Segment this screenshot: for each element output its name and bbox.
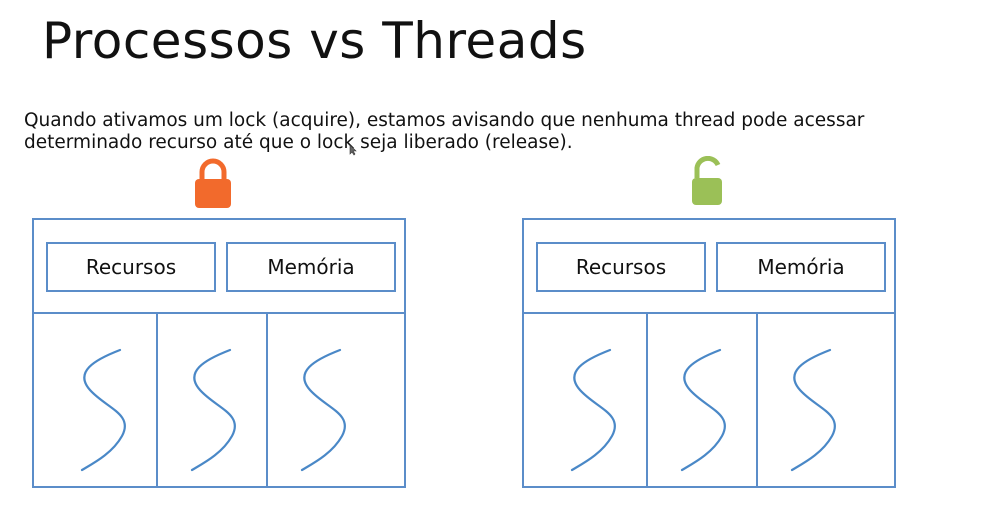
resources-label: Recursos	[85, 255, 177, 279]
memory-box: Memória	[226, 242, 396, 292]
thread-squiggle-icon	[300, 348, 346, 472]
process-shared-area: Recursos Memória	[524, 220, 894, 314]
process-unlocked: Recursos Memória	[522, 218, 896, 488]
mouse-cursor-icon	[349, 144, 357, 156]
slide-description: Quando ativamos um lock (acquire), estam…	[24, 110, 974, 154]
thread-squiggle-icon	[570, 348, 616, 472]
thread-squiggle-icon	[80, 348, 126, 472]
thread-column	[758, 314, 894, 486]
thread-column	[648, 314, 758, 486]
description-line-1: Quando ativamos um lock (acquire), estam…	[24, 110, 865, 131]
description-line-2: determinado recurso até que o lock seja …	[24, 132, 573, 153]
lock-closed-icon	[195, 158, 231, 208]
thread-squiggle-icon	[680, 348, 726, 472]
thread-squiggle-icon	[790, 348, 836, 472]
resources-box: Recursos	[536, 242, 706, 292]
slide-title: Processos vs Threads	[42, 12, 587, 70]
memory-label: Memória	[267, 255, 355, 279]
resources-box: Recursos	[46, 242, 216, 292]
thread-column	[34, 314, 158, 486]
process-shared-area: Recursos Memória	[34, 220, 404, 314]
thread-squiggle-icon	[190, 348, 236, 472]
lock-open-icon	[692, 156, 722, 205]
thread-column	[268, 314, 404, 486]
memory-box: Memória	[716, 242, 886, 292]
thread-column	[158, 314, 268, 486]
process-locked: Recursos Memória	[32, 218, 406, 488]
memory-label: Memória	[757, 255, 845, 279]
thread-column	[524, 314, 648, 486]
resources-label: Recursos	[575, 255, 667, 279]
